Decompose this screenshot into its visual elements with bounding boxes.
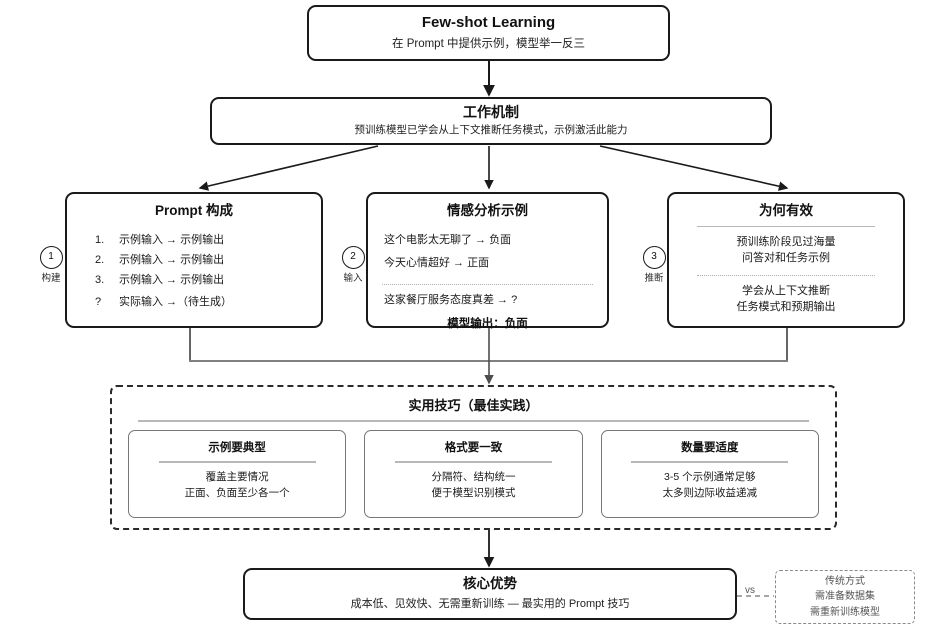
advantage-title: 核心优势 [463,576,517,592]
list-item-label: 实际输入 →（待生成） [119,296,233,309]
why-title: 为何有效 [759,203,813,218]
example-title: 情感分析示例 [447,203,528,218]
list-item-index: 3. [95,274,105,287]
example-model-output: 模型输出：负面 [447,318,528,331]
tip-card-typical-examples[interactable]: 示例要典型 覆盖主要情况 正面、负面至少各一个 [128,430,347,518]
list-item-index: ? [95,296,102,309]
divider [158,461,316,463]
tip-card-line-2: 正面、负面至少各一个 [184,486,290,499]
list-item-label: 示例输入 → 示例输出 [119,254,225,267]
prompt-title: Prompt 构成 [154,203,233,218]
step-badge-3-number: 3 [642,246,666,269]
list-item-index: 2. [95,254,105,267]
tip-card-line-1: 3-5 个示例通常足够 [664,471,756,483]
root-subtitle: 在 Prompt 中提供示例，模型举一反三 [392,38,585,51]
list-item-label: 示例输入 → 示例输出 [119,233,225,246]
node-why-effective[interactable]: 为何有效 预训练阶段见过海量 问答对和任务示例 学会从上下文推断 任务模式和预期… [667,192,905,328]
root-title: Few-shot Learning [421,13,556,31]
example-shot-2: 今天心情超好 → 正面 [384,257,490,270]
tip-card-line-1: 覆盖主要情况 [205,471,269,483]
step-badge-1-number: 1 [39,246,63,269]
tips-title: 实用技巧（最佳实践） [408,398,539,413]
list-item: ? 实际输入 →（待生成） [95,296,307,309]
step-badge-3[interactable]: 3 推断 [631,246,677,284]
why-bottom-line-2: 任务模式和预期输出 [736,301,836,314]
divider [394,461,553,463]
node-sentiment-example[interactable]: 情感分析示例 这个电影太无聊了 → 负面 今天心情超好 → 正面 这家餐厅服务态… [366,192,609,331]
node-core-advantage[interactable]: 核心优势 成本低、见效快、无需重新训练 — 最实用的 Prompt 技巧 [243,568,737,620]
node-prompt-composition[interactable]: Prompt 构成 1. 示例输入 → 示例输出 2. 示例输入 → 示例输出 … [65,192,323,328]
why-top-line-1: 预训练阶段见过海量 [736,236,836,249]
vs-label: vs [745,585,755,596]
traditional-line-1: 传统方式 [825,575,865,587]
why-bottom-line-1: 学会从上下文推断 [742,285,830,298]
divider [631,461,789,463]
step-badge-2[interactable]: 2 输入 [330,246,376,284]
section-practical-tips[interactable]: 实用技巧（最佳实践） 示例要典型 覆盖主要情况 正面、负面至少各一个 格式要一致… [110,385,837,530]
divider [138,420,809,422]
tip-card-title: 数量要适度 [681,442,739,454]
step-badge-1-label: 构建 [41,273,61,284]
tip-card-consistent-format[interactable]: 格式要一致 分隔符、结构统一 便于模型识别模式 [364,430,583,518]
mechanism-subtitle: 预训练模型已学会从上下文推断任务模式，示例激活此能力 [354,124,628,137]
tip-card-moderate-quantity[interactable]: 数量要适度 3-5 个示例通常足够 太多则边际收益递减 [600,430,819,518]
step-badge-3-label: 推断 [644,273,664,284]
step-badge-1[interactable]: 1 构建 [28,246,74,284]
list-item: 1. 示例输入 → 示例输出 [95,234,307,247]
node-few-shot-learning[interactable]: Few-shot Learning 在 Prompt 中提供示例，模型举一反三 [307,5,670,61]
list-item: 3. 示例输入 → 示例输出 [95,274,307,287]
why-top-line-2: 问答对和任务示例 [742,252,830,265]
list-item: 2. 示例输入 → 示例输出 [95,254,307,267]
example-query: 这家餐厅服务态度真差 → ? [384,294,518,307]
step-badge-2-label: 输入 [343,273,363,284]
dotted-divider [697,275,875,277]
node-working-mechanism[interactable]: 工作机制 预训练模型已学会从上下文推断任务模式，示例激活此能力 [210,97,772,145]
step-badge-2-number: 2 [341,246,365,269]
list-item-label: 示例输入 → 示例输出 [119,274,225,287]
traditional-line-2: 需准备数据集 [815,591,875,603]
tips-card-row: 示例要典型 覆盖主要情况 正面、负面至少各一个 格式要一致 分隔符、结构统一 便… [128,430,819,518]
tip-card-line-2: 太多则边际收益递减 [662,486,758,499]
divider [697,225,875,228]
tip-card-title: 示例要典型 [208,442,266,454]
prompt-item-list: 1. 示例输入 → 示例输出 2. 示例输入 → 示例输出 3. 示例输入 → … [81,234,307,317]
tip-card-line-2: 便于模型识别模式 [431,486,516,499]
tip-card-title: 格式要一致 [444,442,503,454]
advantage-subtitle: 成本低、见效快、无需重新训练 — 最实用的 Prompt 技巧 [350,598,630,611]
example-shot-1: 这个电影太无聊了 → 负面 [384,233,512,246]
list-item-index: 1. [95,233,105,246]
tip-card-line-1: 分隔符、结构统一 [431,471,516,483]
traditional-line-3: 需重新训练模型 [810,606,880,618]
dotted-divider [382,284,593,286]
mechanism-title: 工作机制 [463,103,519,120]
node-traditional-approach[interactable]: 传统方式 需准备数据集 需重新训练模型 [775,570,915,624]
